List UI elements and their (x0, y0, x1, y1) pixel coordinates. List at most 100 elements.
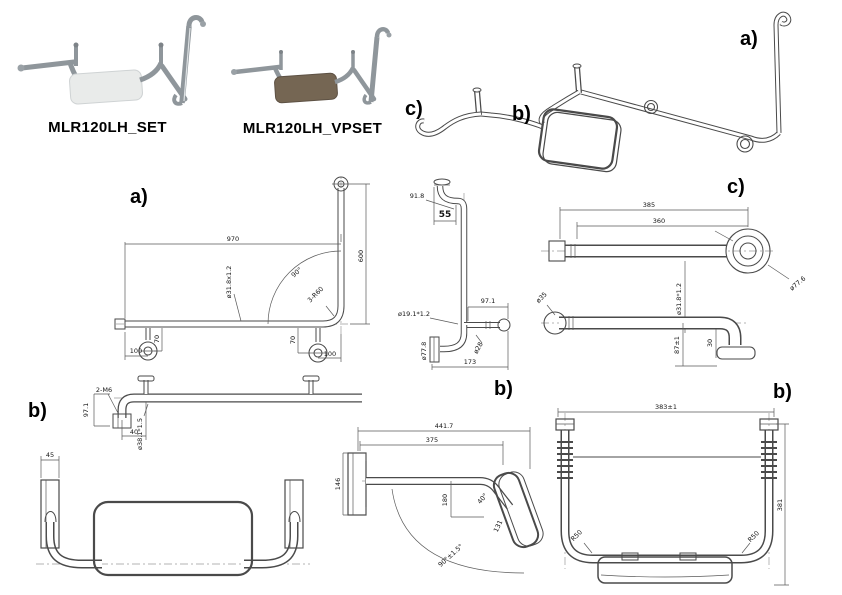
dim-360-lines (576, 222, 748, 239)
drawing-b-rear-label: b) (773, 381, 792, 403)
dim-overall: 385 (643, 201, 655, 209)
pivot-pin-inner (575, 66, 581, 94)
centerlines (116, 176, 350, 334)
highlight (183, 27, 191, 102)
wall-plate (347, 452, 367, 516)
bracket-cap (158, 42, 164, 48)
product-photo-set (17, 15, 206, 106)
tube-end-ball (200, 21, 206, 27)
dim-87-lines (675, 323, 717, 367)
dim-70-right: 70 (289, 336, 297, 344)
angle-90: 90° (290, 266, 304, 280)
ball-end (543, 311, 567, 335)
drawing-b-top-view: 97.1 2-M6 40 ø38.1*1.5 (82, 375, 365, 450)
dim-70L-lines (154, 328, 163, 352)
pad-clip (679, 552, 697, 561)
callout-leader (425, 199, 455, 210)
wall-flange (643, 99, 659, 115)
bar-tube-side-inner (559, 318, 740, 345)
rail-tube (19, 59, 77, 71)
pivot-pin-inner (475, 90, 481, 116)
top-flange (433, 178, 451, 186)
rail-outline (125, 188, 345, 328)
bracket-cap (279, 50, 283, 54)
radius-left: R50 (569, 528, 584, 543)
short-arm-tube-inner (416, 112, 482, 136)
long-rail-tube-inner (580, 90, 781, 142)
backrest-pad (274, 72, 338, 104)
flange-arrow (714, 230, 734, 242)
tube-spec: ø38.1*1.5 (136, 418, 144, 450)
end-dia: ø35 (535, 290, 549, 304)
drawing-a-label: a) (130, 186, 148, 208)
pin-cap (137, 375, 155, 382)
dim-100R-lines (318, 334, 342, 362)
bracket-left-hook (44, 511, 57, 523)
dim-55-lines (433, 187, 457, 225)
bracket-cap (351, 50, 355, 54)
backrest-pad (492, 471, 540, 549)
tube-left-inner (47, 522, 102, 567)
top-hook (186, 15, 205, 27)
product-photo-vpset (231, 27, 392, 105)
dim-45-lines (40, 456, 60, 478)
end-dia-leader (546, 304, 556, 316)
dim-length: 375 (426, 436, 438, 444)
link-tube (334, 66, 356, 85)
rail-inner (125, 188, 344, 327)
end-cap (114, 318, 126, 330)
dim-40-lines (121, 402, 147, 440)
drawing-b-side-view: 441.7 375 146 180 40° 131 90°±1.5° (334, 422, 544, 574)
dim-height: 146 (334, 478, 342, 490)
rail-outline (436, 185, 468, 325)
dim-441-lines (357, 427, 531, 469)
tube-spec-leader (143, 403, 149, 417)
drawing-a-side-view: 91.8 55 97.1 ø19.1*1.2 ø77.8 ø28 173 (398, 178, 511, 370)
dim-drop: 180 (441, 494, 449, 506)
bracket-cap (73, 42, 79, 48)
dim-381-lines (774, 423, 789, 586)
dim-180-lines (450, 481, 484, 518)
pad-back-edge (542, 111, 622, 173)
radius-right-leader (741, 542, 751, 554)
drawing-c-views: 385 360 ø77.6 ø31.8*1.2 ø35 87±1 30 (535, 201, 807, 367)
dim-70-left: 70 (153, 335, 161, 343)
tube-spec: ø31.8x1.2 (225, 266, 233, 299)
boss-leader (475, 334, 483, 344)
radius-right: R50 (746, 529, 761, 544)
dim-600: 600 (357, 250, 365, 262)
backrest-pad (537, 108, 619, 170)
rail-inner (437, 185, 467, 325)
dim-bracket: 45 (46, 451, 54, 459)
pin-collar (485, 321, 491, 329)
dim-reach: 97.1 (82, 403, 90, 417)
corner-radius: 3-R60 (306, 285, 325, 304)
product-label-vpset: MLR120LH_VPSET (242, 120, 383, 137)
centerlines (564, 413, 770, 569)
dim-width: 383±1 (655, 403, 677, 411)
dim-970: 970 (227, 235, 239, 243)
assembly-label-c: c) (405, 98, 423, 120)
end-cap (548, 240, 566, 262)
pin-cap (572, 63, 582, 69)
pin-spec-leader (429, 317, 459, 325)
product-label-set: MLR120LH_SET (48, 119, 167, 136)
dim-970-lines (124, 234, 342, 318)
angle-arc (267, 250, 342, 325)
pad-clip (621, 552, 639, 561)
dim-100-right: 100 (324, 350, 336, 358)
bracket-right (284, 479, 304, 549)
pad-inner-line (600, 574, 730, 578)
flange-dia-leader (767, 264, 790, 280)
top-cap-left (555, 418, 575, 431)
dim-offset: 40 (130, 428, 138, 436)
vertical-tube (179, 25, 192, 104)
pad-edge-view (597, 556, 733, 584)
dim-146-lines (342, 452, 348, 516)
thread-callout: 2-M6 (96, 386, 112, 394)
dim-offset: 30 (706, 339, 714, 347)
rib-section-right (761, 441, 777, 479)
dim-reach: 97.1 (481, 297, 495, 305)
dim-600-lines (350, 183, 370, 325)
drawing-b-front-view: 45 (36, 451, 310, 577)
